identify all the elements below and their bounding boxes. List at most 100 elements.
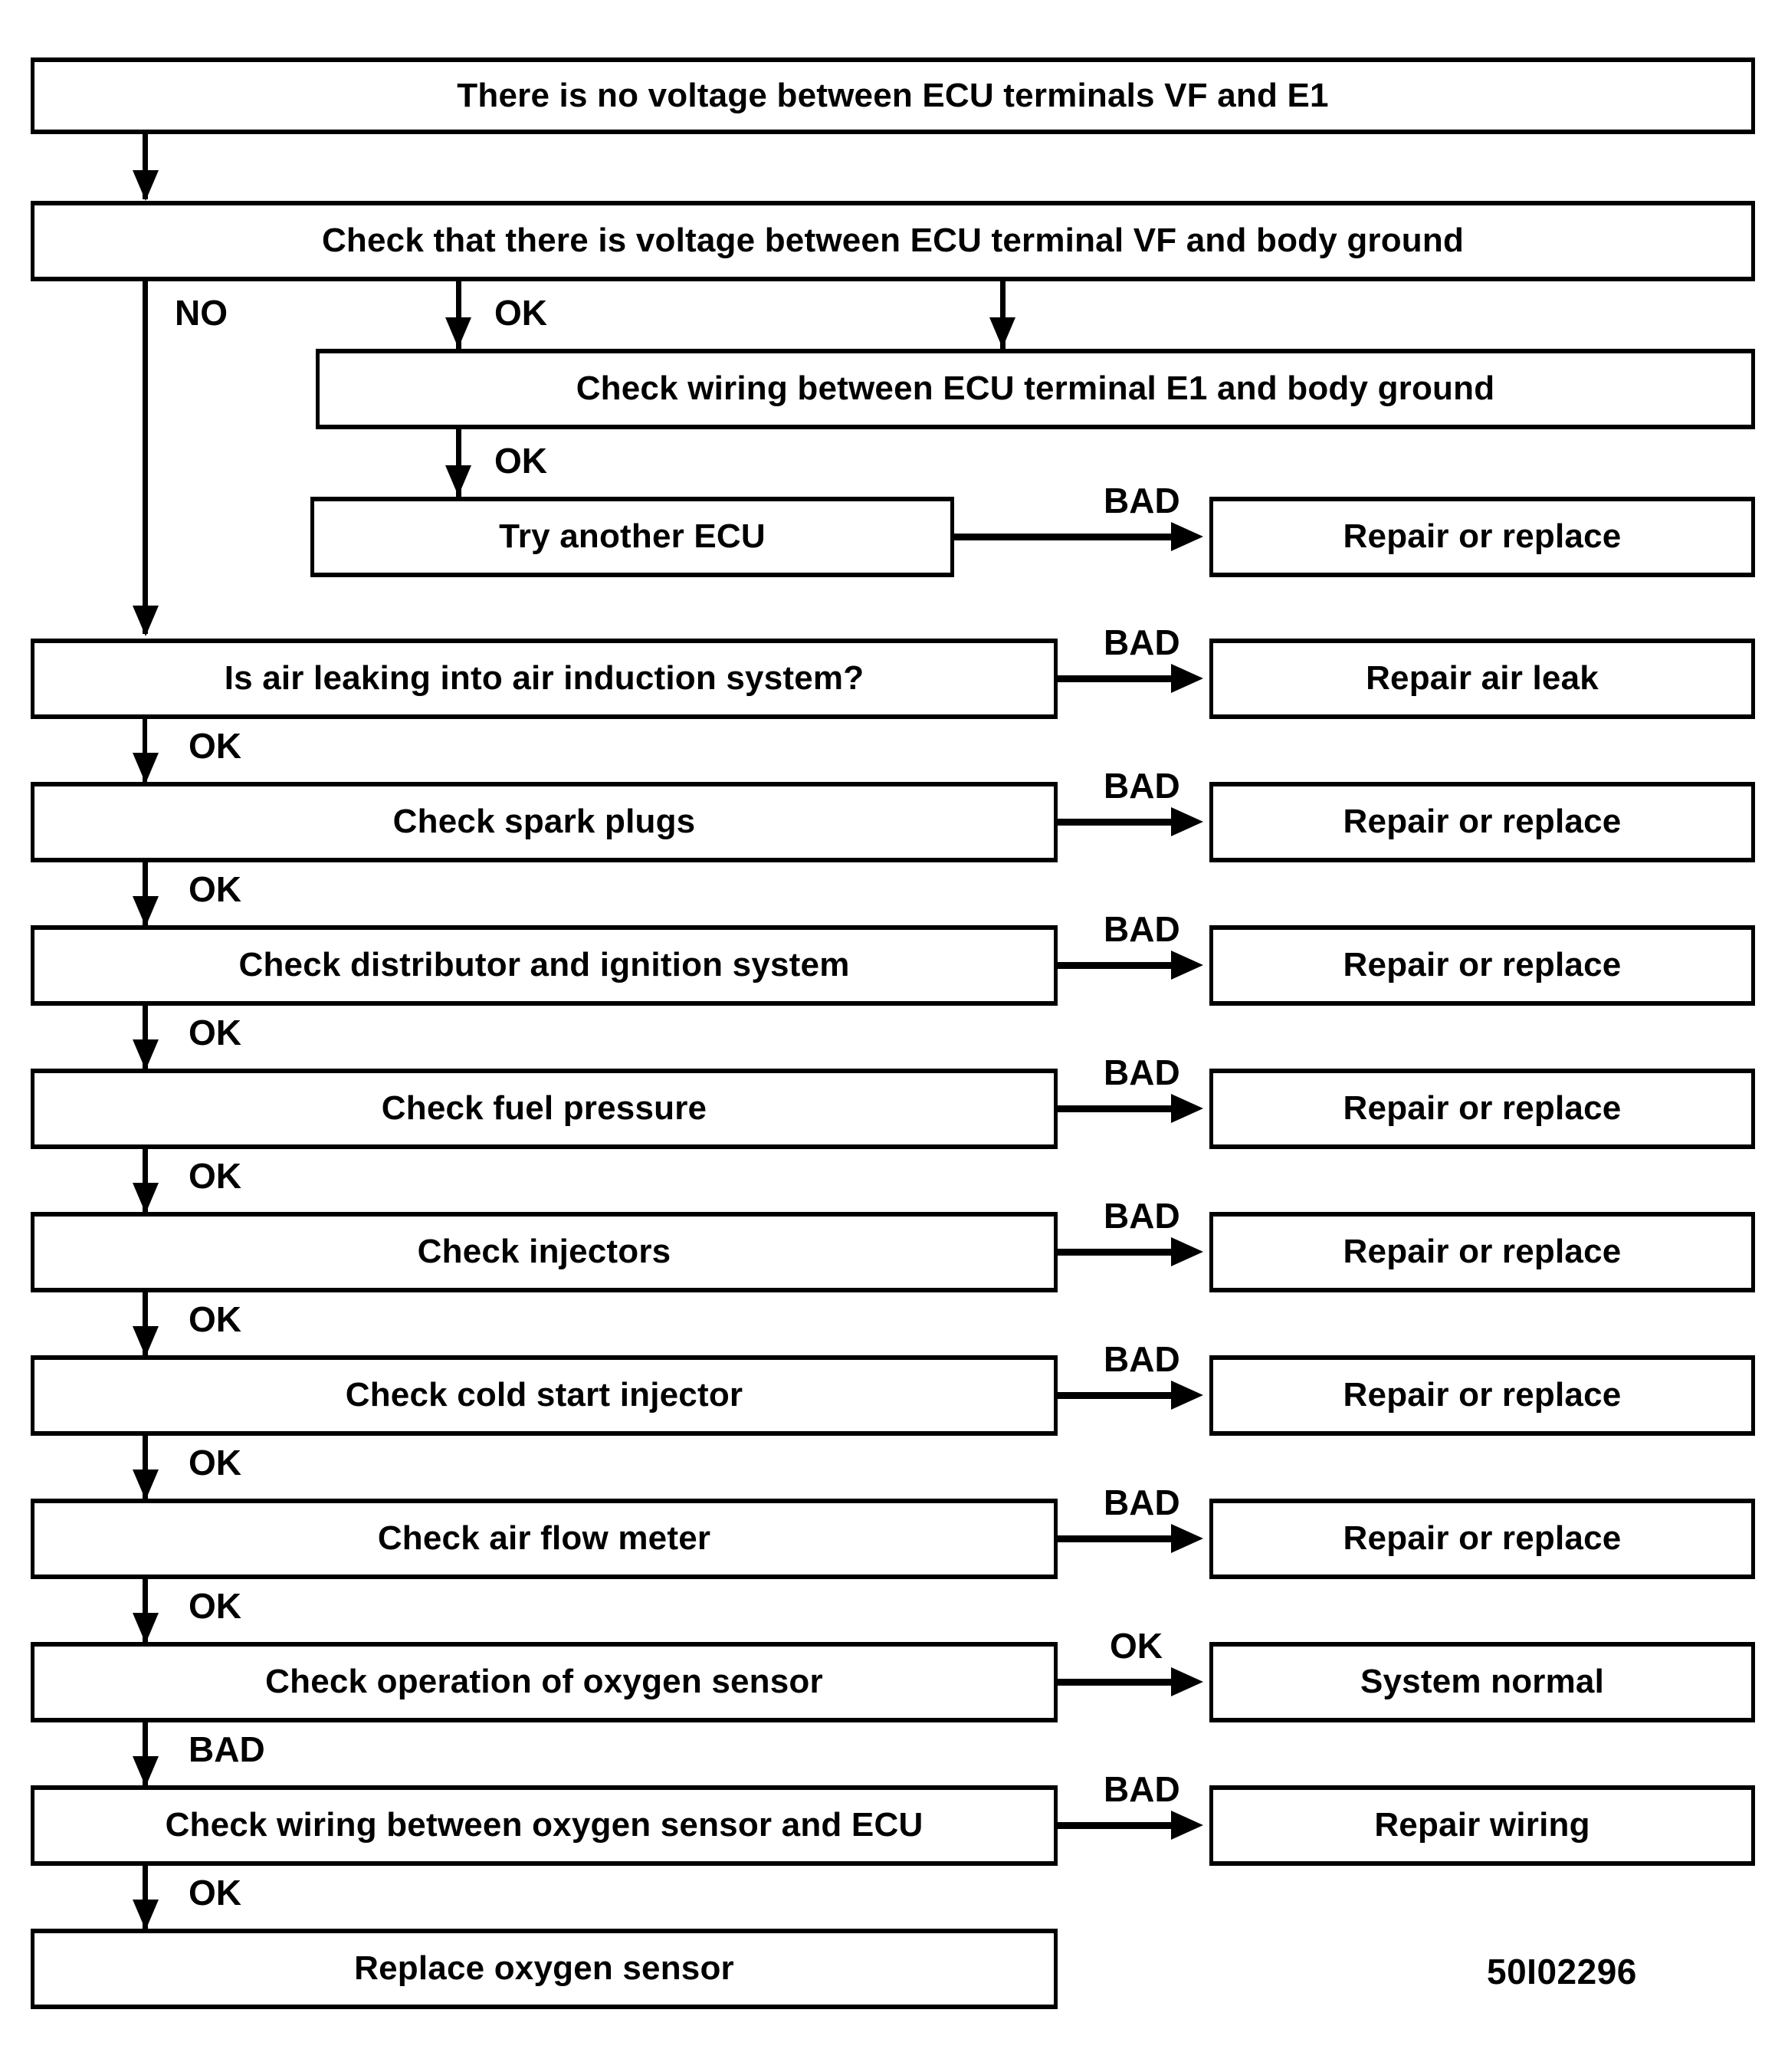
node-system-normal-label: System normal [1360, 1663, 1605, 1701]
connector-oxygen-sensor-to-system-normal [1058, 1679, 1173, 1686]
edge-label-bad-spark-plugs: BAD [1104, 766, 1180, 806]
node-check-o2-wiring-label: Check wiring between oxygen sensor and E… [165, 1806, 924, 1844]
node-replace-oxygen-sensor: Replace oxygen sensor [31, 1929, 1058, 2009]
node-repair-or-replace-5: Repair or replace [1209, 1212, 1755, 1292]
node-check-oxygen-sensor: Check operation of oxygen sensor [31, 1642, 1058, 1722]
edge-label-bad-oxygen-sensor: BAD [189, 1729, 265, 1769]
connector-air-flow-to-oxygen-sensor [143, 1579, 148, 1642]
node-repair-or-replace-6: Repair or replace [1209, 1355, 1755, 1436]
node-check-air-flow-meter-label: Check air flow meter [377, 1519, 711, 1558]
arrowhead-e1-to-try-ecu [445, 465, 471, 496]
edge-label-ok-after-fuel-pressure: OK [189, 1156, 241, 1196]
connector-e1-to-try-ecu [456, 429, 461, 497]
node-repair-or-replace-2: Repair or replace [1209, 782, 1755, 862]
node-repair-or-replace-1: Repair or replace [1209, 497, 1755, 577]
arrowhead-air-leak-to-spark-plugs [133, 753, 159, 783]
node-repair-or-replace-7-label: Repair or replace [1343, 1519, 1622, 1558]
node-air-leak-question-label: Is air leaking into air induction system… [224, 659, 864, 698]
arrowhead-fuel-pressure-to-repair [1171, 1094, 1203, 1123]
node-check-injectors: Check injectors [31, 1212, 1058, 1292]
edge-label-ok-after-air-leak: OK [189, 726, 241, 766]
arrowhead-distributor-to-repair [1171, 951, 1203, 980]
connector-start-to-vf [143, 134, 148, 199]
node-check-vf-body-ground: Check that there is voltage between ECU … [31, 201, 1755, 281]
arrowhead-spark-plugs-to-distributor [133, 896, 159, 927]
node-check-distributor: Check distributor and ignition system [31, 925, 1058, 1006]
connector-o2-wiring-to-repair-wiring [1058, 1822, 1173, 1829]
arrowhead-oxygen-sensor-to-o2-wiring [133, 1756, 159, 1787]
node-start: There is no voltage between ECU terminal… [31, 57, 1755, 134]
node-air-leak-question: Is air leaking into air induction system… [31, 639, 1058, 719]
node-check-fuel-pressure-label: Check fuel pressure [381, 1089, 707, 1128]
node-check-fuel-pressure: Check fuel pressure [31, 1069, 1058, 1149]
arrowhead-cold-start-to-air-flow [133, 1469, 159, 1500]
arrowhead-air-flow-to-oxygen-sensor [133, 1613, 159, 1643]
edge-label-bad-air-flow: BAD [1104, 1483, 1180, 1522]
edge-label-bad-air-leak: BAD [1104, 622, 1180, 662]
arrowhead-distributor-to-fuel-pressure [133, 1039, 159, 1070]
arrowhead-vf-to-e1-wiring-right [989, 317, 1015, 348]
arrowhead-air-flow-to-repair [1171, 1524, 1203, 1553]
connector-o2-wiring-to-replace-sensor [143, 1866, 148, 1929]
connector-injectors-to-repair [1058, 1249, 1173, 1256]
connector-fuel-pressure-to-repair [1058, 1105, 1173, 1112]
arrowhead-o2-wiring-to-replace-sensor [133, 1900, 159, 1930]
connector-spark-plugs-to-distributor [143, 862, 148, 925]
arrowhead-spark-plugs-to-repair [1171, 807, 1203, 836]
edge-label-bad-cold-start: BAD [1104, 1339, 1180, 1379]
connector-fuel-pressure-to-injectors [143, 1149, 148, 1212]
edge-label-bad-injectors: BAD [1104, 1196, 1180, 1236]
node-repair-air-leak-label: Repair air leak [1366, 659, 1599, 698]
node-replace-oxygen-sensor-label: Replace oxygen sensor [354, 1949, 734, 1988]
arrowhead-o2-wiring-to-repair-wiring [1171, 1811, 1203, 1840]
node-repair-or-replace-2-label: Repair or replace [1343, 803, 1622, 841]
node-check-vf-body-ground-label: Check that there is voltage between ECU … [321, 222, 1465, 260]
arrowhead-ok-to-e1-wiring [445, 317, 471, 348]
arrowhead-no-branch [133, 606, 159, 636]
edge-label-no: NO [175, 293, 228, 333]
edge-label-ok-after-distributor: OK [189, 1013, 241, 1052]
edge-label-ok-1: OK [494, 293, 547, 333]
node-repair-or-replace-4: Repair or replace [1209, 1069, 1755, 1149]
connector-ok-to-e1-wiring [456, 281, 461, 349]
node-check-o2-wiring: Check wiring between oxygen sensor and E… [31, 1785, 1058, 1866]
edge-label-bad-ecu: BAD [1104, 481, 1180, 520]
connector-oxygen-sensor-to-o2-wiring [143, 1722, 148, 1785]
connector-cold-start-to-air-flow [143, 1436, 148, 1499]
node-check-spark-plugs-label: Check spark plugs [392, 803, 696, 841]
node-repair-or-replace-3-label: Repair or replace [1343, 946, 1622, 984]
arrowhead-fuel-pressure-to-injectors [133, 1183, 159, 1213]
arrowhead-oxygen-sensor-to-system-normal [1171, 1667, 1203, 1696]
node-check-e1-wiring: Check wiring between ECU terminal E1 and… [316, 349, 1755, 429]
edge-label-ok-oxygen-sensor: OK [1110, 1626, 1163, 1666]
arrowhead-try-ecu-to-repair [1171, 522, 1203, 551]
node-repair-or-replace-4-label: Repair or replace [1343, 1089, 1622, 1128]
edge-label-ok-after-cold-start: OK [189, 1443, 241, 1483]
connector-spark-plugs-to-repair [1058, 819, 1173, 826]
edge-label-ok-after-o2-wiring: OK [189, 1873, 241, 1913]
node-check-injectors-label: Check injectors [417, 1233, 671, 1271]
connector-cold-start-to-repair [1058, 1392, 1173, 1399]
node-repair-or-replace-3: Repair or replace [1209, 925, 1755, 1006]
arrowhead-start-to-vf [133, 170, 159, 201]
node-check-spark-plugs: Check spark plugs [31, 782, 1058, 862]
arrowhead-injectors-to-repair [1171, 1237, 1203, 1266]
node-check-cold-start-injector-label: Check cold start injector [345, 1376, 743, 1414]
node-check-oxygen-sensor-label: Check operation of oxygen sensor [265, 1663, 823, 1701]
connector-air-flow-to-repair [1058, 1535, 1173, 1542]
arrowhead-cold-start-to-repair [1171, 1381, 1203, 1410]
edge-label-ok-2: OK [494, 441, 547, 481]
node-repair-or-replace-6-label: Repair or replace [1343, 1376, 1622, 1414]
node-check-air-flow-meter: Check air flow meter [31, 1499, 1058, 1579]
figure-id-label: 50I02296 [1487, 1952, 1637, 1992]
edge-label-ok-after-spark-plugs: OK [189, 869, 241, 909]
node-repair-wiring: Repair wiring [1209, 1785, 1755, 1866]
arrowhead-air-leak-to-repair [1171, 664, 1203, 693]
connector-air-leak-to-spark-plugs [143, 719, 147, 782]
connector-try-ecu-to-repair [954, 534, 1173, 540]
node-repair-or-replace-7: Repair or replace [1209, 1499, 1755, 1579]
connector-distributor-to-repair [1058, 962, 1173, 969]
node-repair-wiring-label: Repair wiring [1374, 1806, 1590, 1844]
node-repair-air-leak: Repair air leak [1209, 639, 1755, 719]
